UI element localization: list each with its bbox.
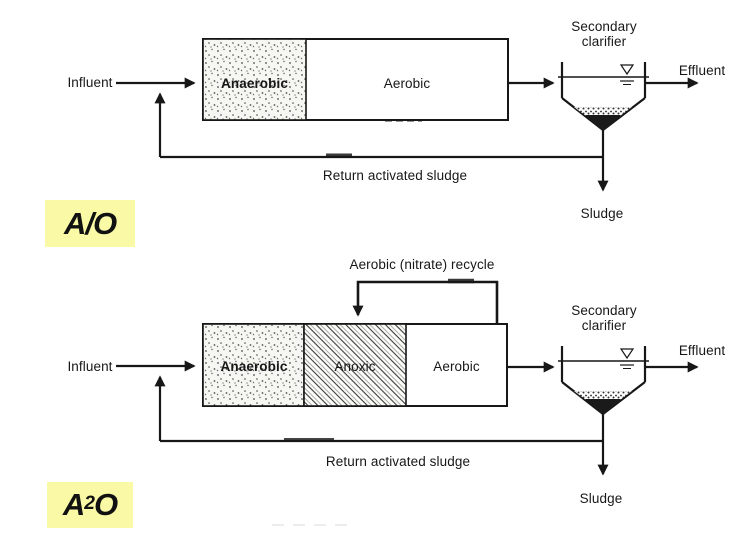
ao-diagram (116, 38, 699, 192)
a2o-anoxic-zone (303, 323, 407, 407)
ao-effluent-label: Effluent (678, 63, 726, 78)
ao-return-label: Return activated sludge (322, 168, 468, 183)
ao-anaerobic-label: Anaerobic (221, 76, 288, 91)
a2o-anoxic-label: Anoxic (334, 359, 376, 374)
settled-sludge-solid (585, 115, 621, 131)
a2o-tag-end: O (93, 487, 118, 522)
ao-sludge-label: Sludge (580, 206, 624, 221)
a2o-anaerobic-zone (202, 323, 305, 407)
a2o-sludge-label: Sludge (579, 491, 623, 506)
a2o-effluent-label: Effluent (678, 343, 726, 358)
ao-clarifier-label-line2: clarifier (581, 34, 627, 49)
ao-influent-label: Influent (67, 75, 113, 90)
a2o-tag-base: A (62, 487, 85, 522)
secondary-clarifier-shape (556, 344, 651, 417)
a2o-recycle-label: Aerobic (nitrate) recycle (349, 257, 495, 272)
a2o-clarifier-label-line1: Secondary (571, 303, 637, 318)
ao-aerobic-label: Aerobic (383, 76, 431, 91)
a2o-tag-superscript: 2 (84, 493, 95, 515)
a2o-anaerobic-label: Anaerobic (220, 359, 288, 374)
ao-clarifier-label-line1: Secondary (571, 19, 637, 34)
ao-process-tag: A/O (45, 200, 135, 247)
a2o-clarifier-label-line2: clarifier (581, 318, 627, 333)
a2o-aerobic-label: Aerobic (433, 359, 480, 374)
ao-anaerobic-zone (202, 38, 307, 121)
a2o-return-label: Return activated sludge (325, 454, 471, 469)
a2o-diagram (116, 278, 699, 526)
water-level-icon (619, 64, 635, 76)
secondary-clarifier-shape (558, 62, 649, 131)
a2o-nitrate-recycle-arrow (352, 280, 499, 324)
settled-sludge-speckle (574, 107, 632, 116)
a2o-influent-label: Influent (67, 359, 113, 374)
